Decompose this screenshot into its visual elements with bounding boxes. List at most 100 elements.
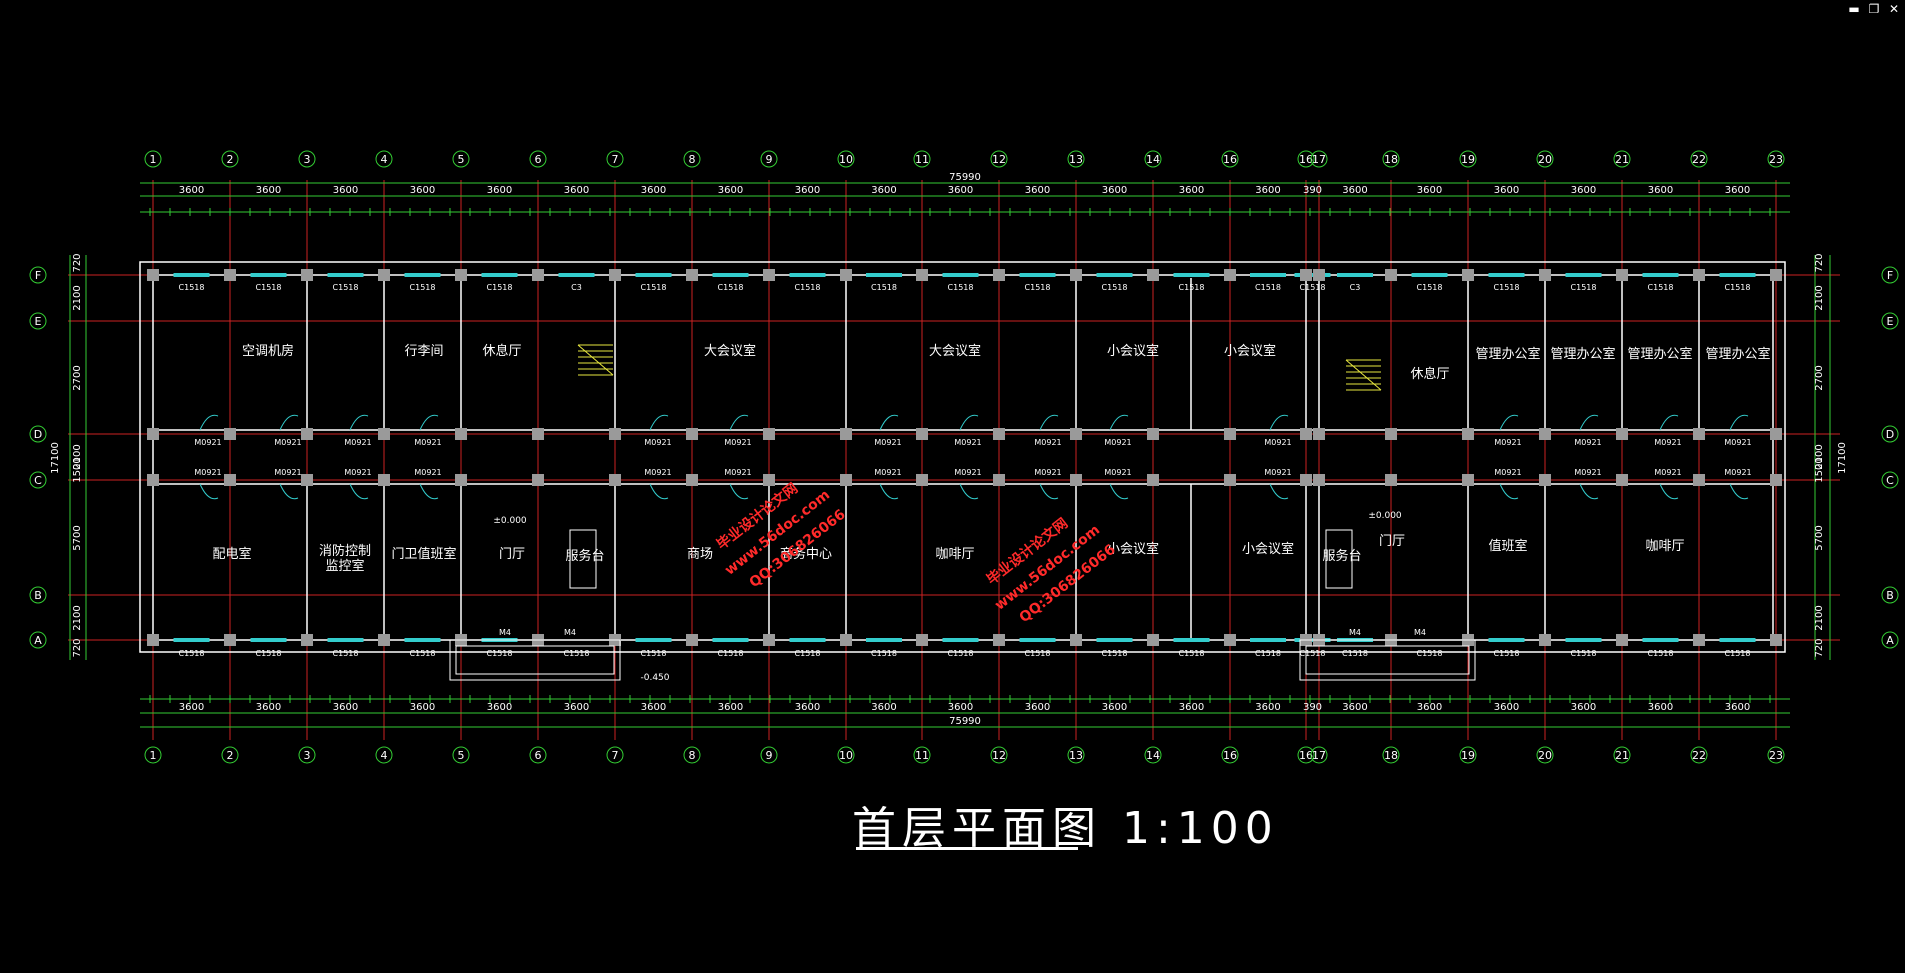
overall-dimension: 75990 bbox=[949, 716, 981, 727]
column bbox=[224, 428, 236, 440]
bay-dimension: 3600 bbox=[1417, 702, 1442, 713]
axis-label: 19 bbox=[1461, 153, 1475, 166]
axis-bubble bbox=[990, 746, 1008, 764]
room-name: 商务中心 bbox=[780, 546, 832, 562]
door-m4-label: M4 bbox=[1414, 628, 1426, 637]
column bbox=[1462, 474, 1474, 486]
axis-label: 16 bbox=[1223, 749, 1237, 762]
column bbox=[1770, 474, 1782, 486]
door-label: M0921 bbox=[1494, 438, 1521, 447]
bay-dimension: 3600 bbox=[795, 185, 820, 196]
axis-bubble bbox=[1536, 746, 1554, 764]
column bbox=[301, 634, 313, 646]
bay-dimension: 3600 bbox=[487, 185, 512, 196]
axis-label: 7 bbox=[612, 749, 619, 762]
row-label: D bbox=[1886, 428, 1894, 441]
window-label: C1518 bbox=[179, 283, 205, 292]
window-label: C3 bbox=[1350, 283, 1361, 292]
row-bubble bbox=[29, 586, 47, 604]
close-button[interactable]: ✕ bbox=[1888, 2, 1900, 16]
axis-bubble bbox=[1382, 150, 1400, 168]
column bbox=[1224, 428, 1236, 440]
axis-bubble bbox=[1690, 746, 1708, 764]
door-swing bbox=[349, 483, 369, 500]
axis-label: 9 bbox=[766, 749, 773, 762]
window-label: C1518 bbox=[641, 283, 667, 292]
column bbox=[1224, 474, 1236, 486]
axis-label: 20 bbox=[1538, 749, 1552, 762]
column bbox=[532, 474, 544, 486]
window-bottom bbox=[635, 638, 672, 642]
window-bottom bbox=[250, 638, 287, 642]
bay-dimension: 3600 bbox=[487, 702, 512, 713]
window-label: C1518 bbox=[871, 283, 897, 292]
column bbox=[609, 474, 621, 486]
column bbox=[147, 474, 159, 486]
door-swing bbox=[729, 483, 749, 500]
window-label: C1518 bbox=[256, 649, 282, 658]
axis-bubble bbox=[529, 150, 547, 168]
row-bubble bbox=[29, 631, 47, 649]
column bbox=[1462, 428, 1474, 440]
column bbox=[1385, 474, 1397, 486]
column bbox=[763, 269, 775, 281]
column bbox=[1693, 269, 1705, 281]
column bbox=[301, 269, 313, 281]
right-dimension: 2700 bbox=[1814, 365, 1825, 390]
column bbox=[916, 474, 928, 486]
axis-bubble bbox=[221, 150, 239, 168]
room-name: 值班室 bbox=[1488, 538, 1527, 554]
row-label: C bbox=[34, 474, 42, 487]
stair-break bbox=[1345, 359, 1382, 391]
axis-bubble bbox=[1144, 746, 1162, 764]
window-label: C1518 bbox=[948, 283, 974, 292]
window-label: C1518 bbox=[1102, 283, 1128, 292]
axis-bubble bbox=[913, 150, 931, 168]
bay-dimension: 3600 bbox=[256, 185, 281, 196]
window-label: C1518 bbox=[795, 649, 821, 658]
door-label: M0921 bbox=[274, 468, 301, 477]
bay-dimension: 3600 bbox=[256, 702, 281, 713]
window-label: C1518 bbox=[1255, 649, 1281, 658]
door-swing bbox=[199, 483, 219, 500]
restore-button[interactable]: ❐ bbox=[1868, 2, 1880, 16]
room-name: 门厅 bbox=[1379, 534, 1405, 549]
bay-dimension: 3600 bbox=[1342, 185, 1367, 196]
column bbox=[1385, 269, 1397, 281]
door-swing bbox=[199, 414, 219, 431]
axis-label: 17 bbox=[1312, 153, 1326, 166]
window-top bbox=[635, 273, 672, 277]
right-dimension: 2100 bbox=[1814, 285, 1825, 310]
axis-bubble bbox=[1144, 150, 1162, 168]
window-label: C1518 bbox=[1102, 649, 1128, 658]
axis-bubble bbox=[144, 746, 162, 764]
bay-dimension: 390 bbox=[1303, 702, 1322, 713]
window-label: C1518 bbox=[487, 649, 513, 658]
door-swing bbox=[1039, 414, 1059, 431]
window-label: C1518 bbox=[487, 283, 513, 292]
axis-label: 12 bbox=[992, 153, 1006, 166]
axis-label: 14 bbox=[1146, 749, 1160, 762]
bay-dimension: 3600 bbox=[333, 185, 358, 196]
minimize-button[interactable]: ▬ bbox=[1848, 2, 1860, 16]
column bbox=[378, 634, 390, 646]
bay-dimension: 3600 bbox=[410, 185, 435, 196]
window-label: C1518 bbox=[1571, 283, 1597, 292]
bay-dimension: 3600 bbox=[1571, 702, 1596, 713]
column bbox=[1147, 428, 1159, 440]
column bbox=[378, 269, 390, 281]
axis-label: 8 bbox=[689, 153, 696, 166]
window-top bbox=[1719, 273, 1756, 277]
right-dimension: 1500 bbox=[1814, 457, 1825, 482]
room-name: 门厅 bbox=[499, 547, 525, 562]
column bbox=[686, 269, 698, 281]
column bbox=[993, 269, 1005, 281]
right-dimension: 720 bbox=[1814, 253, 1825, 272]
door-swing bbox=[959, 483, 979, 500]
column bbox=[993, 428, 1005, 440]
bay-dimension: 3600 bbox=[179, 185, 204, 196]
axis-bubble bbox=[683, 150, 701, 168]
column bbox=[1693, 474, 1705, 486]
axis-label: 2 bbox=[227, 749, 234, 762]
column bbox=[1693, 428, 1705, 440]
